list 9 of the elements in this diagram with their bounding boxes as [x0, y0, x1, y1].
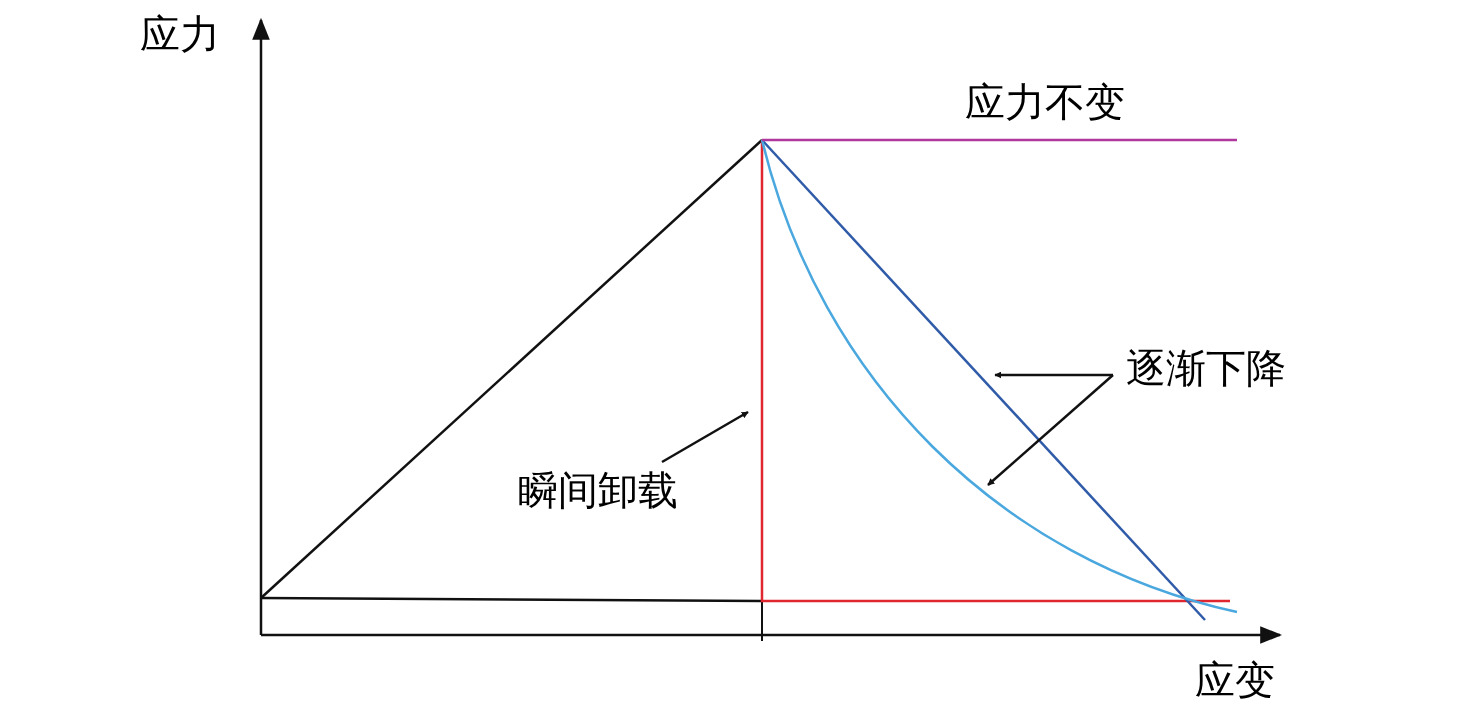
curve-label: 应力不变 [965, 82, 1125, 122]
leader-arrow [661, 410, 749, 464]
axis-label: 应变 [1195, 660, 1275, 700]
leader-arrow [994, 371, 1113, 379]
callout-text: 瞬间卸载 [518, 470, 678, 510]
stress-line [762, 138, 1237, 142]
axis-label: 应力 [140, 14, 220, 54]
leader-arrow [987, 374, 1114, 486]
callout-text: 逐渐下降 [1126, 348, 1286, 388]
